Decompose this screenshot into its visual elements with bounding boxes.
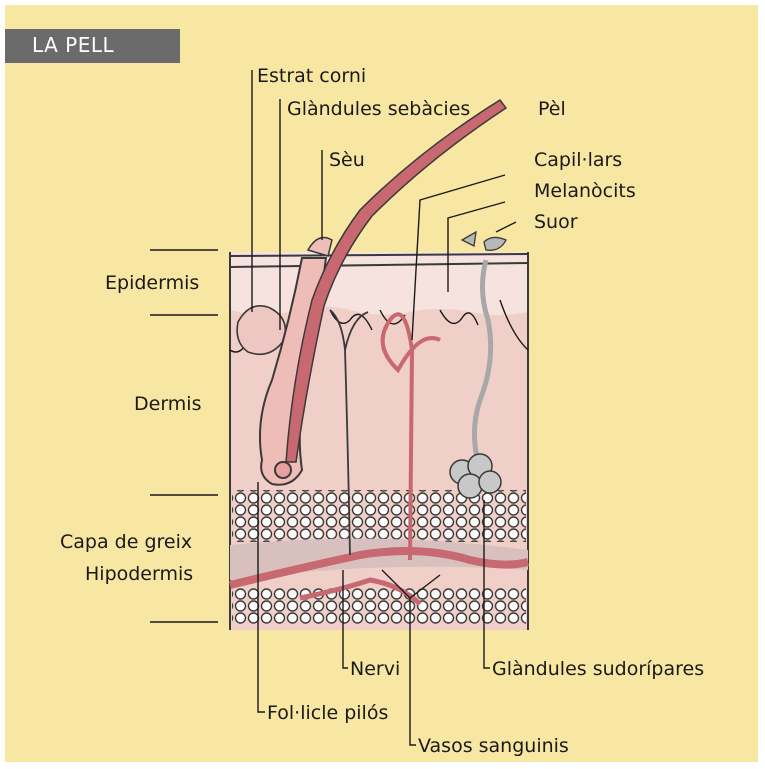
fat-layer-lower — [232, 588, 526, 624]
label-folicle-pilos: Fol·licle pilós — [267, 702, 388, 724]
label-capillars: Capil·lars — [534, 149, 622, 171]
label-vasos-sanguinis: Vasos sanguinis — [418, 735, 569, 757]
sebaceous-gland-shape — [237, 306, 285, 354]
leader-suor — [496, 222, 516, 232]
label-epidermis: Epidermis — [105, 272, 199, 294]
label-estrat-corni: Estrat corni — [257, 65, 366, 87]
label-dermis: Dermis — [134, 393, 201, 415]
label-melanocits: Melanòcits — [534, 180, 636, 202]
label-hipodermis: Hipodermis — [85, 563, 193, 585]
label-nervi: Nervi — [350, 658, 400, 680]
hair-bulb — [275, 462, 291, 478]
label-glandules-sudoripares: Glàndules sudorípares — [492, 658, 704, 680]
label-seu: Sèu — [329, 149, 365, 171]
sweat-droplet-1 — [462, 232, 476, 246]
label-glandules-sebacies: Glàndules sebàcies — [287, 98, 470, 120]
sweat-droplet-2 — [484, 237, 506, 250]
label-capa-de-greix: Capa de greix — [60, 531, 192, 553]
fat-layer-upper — [232, 490, 526, 542]
label-pel: Pèl — [538, 98, 566, 120]
label-suor: Suor — [534, 211, 578, 233]
